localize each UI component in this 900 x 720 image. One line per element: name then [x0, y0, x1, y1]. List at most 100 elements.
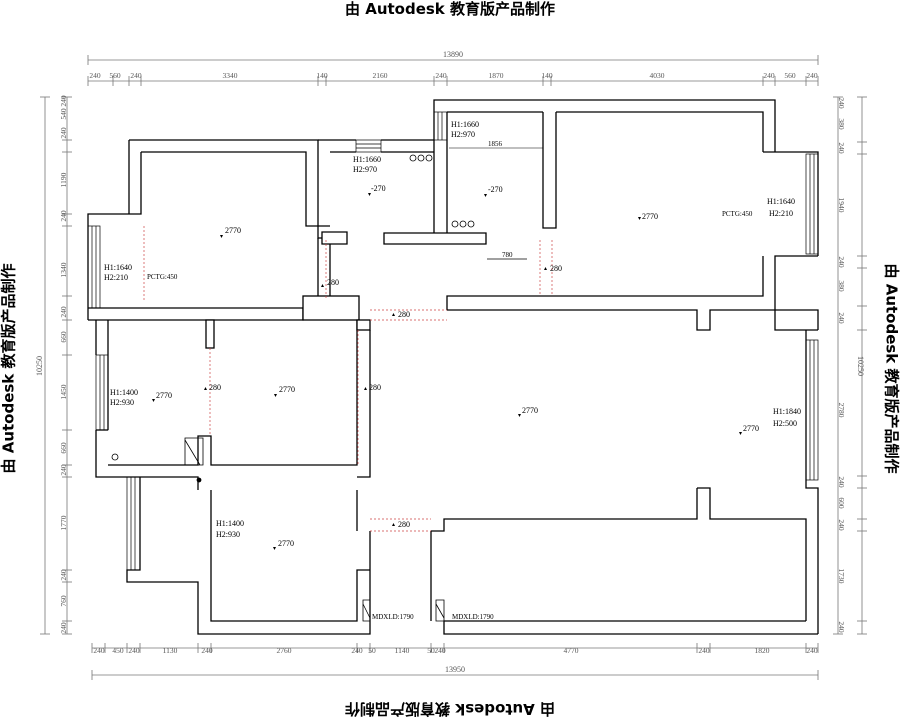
right-segments-10: 240: [837, 519, 846, 531]
window-h2-bottom-room: H2:930: [216, 530, 240, 539]
bottom-segments-14: 240: [806, 646, 818, 655]
bottom-segments-4: 240: [201, 646, 213, 655]
left-segments-3: 1190: [59, 172, 68, 187]
bottom-segments-3: 1130: [163, 646, 178, 655]
left-segments-7: 660: [59, 331, 68, 343]
bottom-segments-1: 450: [112, 646, 124, 655]
level-2770-middle-window: 2770: [156, 391, 172, 400]
right-segments-4: 240: [837, 256, 846, 268]
drop-280-corridor: 280: [398, 310, 410, 319]
top-segments-7: 1870: [489, 71, 504, 80]
top-segments-9: 4030: [650, 71, 665, 80]
dim-bottom-total: 13950: [445, 665, 465, 674]
left-segments-14: 240: [59, 622, 68, 634]
top-segments-0: 240: [89, 71, 101, 80]
level-minus270-balcony: -270: [488, 185, 503, 194]
bottom-segments-10: 240: [434, 646, 446, 655]
left-segments-2: 240: [59, 127, 68, 139]
left-segments-13: 760: [59, 595, 68, 607]
left-segments-5: 1340: [59, 262, 68, 277]
dimension-ticks: [40, 55, 867, 680]
top-segments-6: 240: [435, 71, 447, 80]
top-segments-10: 240: [763, 71, 775, 80]
window-h1-bottom-room: H1:1400: [216, 519, 244, 528]
bottom-segments-7: 50: [368, 646, 376, 655]
doors: [184, 437, 445, 622]
level-2770-living-right: 2770: [743, 424, 759, 433]
drop-280-middle-room: 280: [209, 383, 221, 392]
top-segments-5: 2160: [373, 71, 388, 80]
dim-left-row: 240 540 240 1190 240 1340 240 660 1450 660 240 1770…: [59, 95, 68, 634]
window-h2-right-bedroom: H2:210: [769, 209, 793, 218]
left-segments-10: 240: [59, 464, 68, 476]
top-segments-4: 140: [316, 71, 328, 80]
bottom-segments-6: 240: [351, 646, 363, 655]
left-segments-12: 240: [59, 569, 68, 581]
dim-top-total: 13890: [443, 50, 463, 59]
left-segments-8: 1450: [59, 384, 68, 399]
bottom-segments-11: 4770: [564, 646, 579, 655]
pctg-left-label: PCTG:450: [147, 273, 178, 281]
top-segments-2: 240: [130, 71, 142, 80]
window-h1-kitchen: H1:1660: [353, 155, 381, 164]
right-segments-12: 240: [837, 621, 846, 633]
window-h1-left-bedroom: H1:1640: [104, 263, 132, 272]
right-segments-11: 1730: [837, 569, 846, 584]
top-segments-8: 140: [541, 71, 553, 80]
drop-280-bottom-door: 280: [398, 520, 410, 529]
bottom-segments-8: 1140: [395, 646, 410, 655]
right-segments-9: 600: [837, 497, 846, 509]
left-segments-11: 1770: [59, 515, 68, 530]
dim-top-row: 240 560 240 3340 140 2160 240 1870 140 4030 240 560…: [89, 71, 818, 80]
left-segments-4: 240: [59, 210, 68, 222]
right-segments-8: 240: [837, 476, 846, 488]
top-segments-11: 560: [784, 71, 796, 80]
door-mdxld-left: MDXLD:1790: [372, 613, 414, 621]
window-h2-kitchen: H2:970: [353, 165, 377, 174]
window-h1-middle-room: H1:1400: [110, 388, 138, 397]
right-segments-6: 240: [837, 312, 846, 324]
drop-280-kitchen-door: 280: [327, 278, 339, 287]
walls: [87, 99, 819, 635]
right-segments-5: 380: [837, 280, 846, 292]
window-h2-living: H2:500: [773, 419, 797, 428]
bottom-segments-12: 240: [698, 646, 710, 655]
door-mdxld-right: MDXLD:1790: [452, 613, 494, 621]
drop-280-living-left: 280: [369, 383, 381, 392]
left-segments-1: 540: [59, 108, 68, 120]
dimension-text-group: 13890 13950 10250 10250: [35, 50, 865, 674]
pctg-right-label: PCTG:450: [722, 210, 753, 218]
level-minus270-kitchen: -270: [371, 184, 386, 193]
level-2770-middle-room: 2770: [279, 385, 295, 394]
bottom-segments-2: 240: [128, 646, 140, 655]
watermark-top: 由 Autodesk 教育版产品制作: [344, 0, 556, 18]
left-segments-9: 660: [59, 442, 68, 454]
dim-1856-label: 1856: [488, 140, 503, 148]
top-segments-12: 240: [806, 71, 818, 80]
left-segments-6: 240: [59, 306, 68, 318]
level-2770-bottom-room: 2770: [278, 539, 294, 548]
bottom-segments-5: 2760: [277, 646, 292, 655]
dim-left-total: 10250: [35, 356, 44, 376]
window-h2-left-bedroom: H2:210: [104, 273, 128, 282]
dim-right-total: 10250: [856, 356, 865, 376]
level-2770-living: 2770: [522, 406, 538, 415]
bottom-segments-0: 240: [93, 646, 105, 655]
dashed-openings: [143, 226, 553, 532]
window-h1-right-bedroom: H1:1640: [767, 197, 795, 206]
drop-280-balcony-door: 280: [550, 264, 562, 273]
right-segments-3: 1940: [837, 198, 846, 213]
right-segments-7: 2780: [837, 403, 846, 418]
bottom-segments-13: 1820: [755, 646, 770, 655]
right-segments-2: 240: [837, 142, 846, 154]
right-segments-0: 240: [837, 97, 846, 109]
top-segments-1: 560: [109, 71, 121, 80]
window-h2-middle-room: H2:930: [110, 398, 134, 407]
dim-780-label: 780: [502, 251, 513, 259]
right-segments-1: 380: [837, 118, 846, 130]
window-h1-balcony: H1:1660: [451, 120, 479, 129]
top-segments-3: 3340: [223, 71, 238, 80]
